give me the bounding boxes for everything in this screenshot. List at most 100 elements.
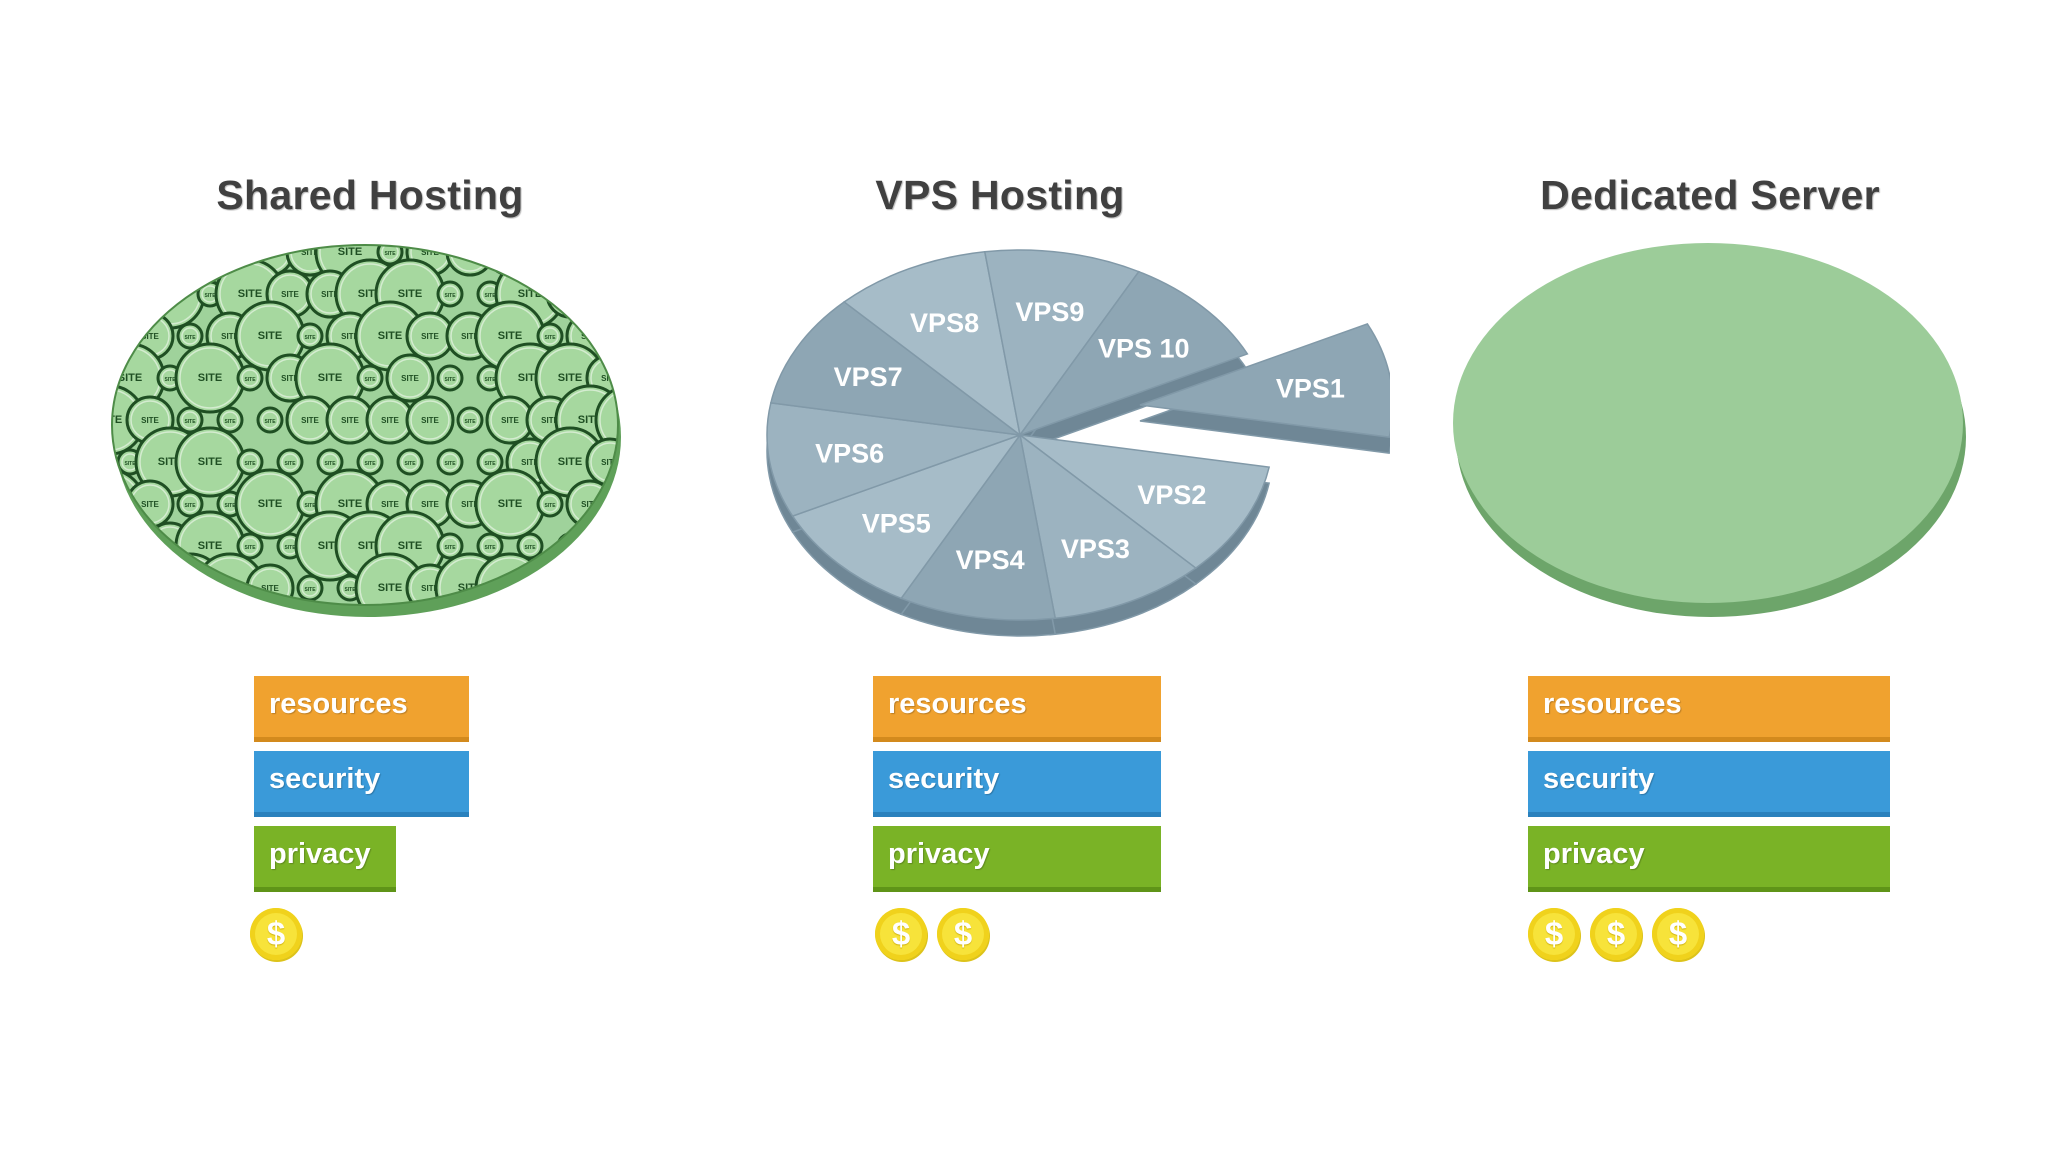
site-bubble-ring bbox=[112, 274, 150, 314]
dollar-coin-icon: $ bbox=[1528, 908, 1580, 960]
vps-slice bbox=[766, 402, 1021, 518]
site-bubble-ring bbox=[112, 526, 150, 566]
site-label: SITE bbox=[364, 461, 376, 467]
site-label: SITE bbox=[484, 377, 496, 383]
site-bubble-ring bbox=[620, 348, 640, 408]
site-label: SITE bbox=[301, 416, 319, 425]
site-label: SITE bbox=[381, 500, 399, 509]
site-label: SITE bbox=[378, 582, 402, 594]
dedicated-server-panel: Dedicated Server resources security priv… bbox=[1440, 0, 1980, 1152]
site-label: SITE bbox=[184, 503, 196, 509]
site-bubble bbox=[594, 245, 618, 288]
vps-slice-label: VPS3 bbox=[1061, 534, 1130, 564]
site-bubble bbox=[576, 245, 604, 266]
shared-security-bar: security bbox=[254, 751, 469, 817]
vps-security-bar: security bbox=[873, 751, 1161, 817]
site-label: SITE bbox=[100, 582, 122, 594]
vps-slice bbox=[842, 250, 1022, 437]
site-label: SITE bbox=[421, 584, 439, 593]
site-label: SITE bbox=[501, 248, 519, 257]
site-bubble-ring bbox=[530, 568, 570, 605]
shared-cost-coins: $ bbox=[250, 908, 302, 960]
vps-slice-label: VPS2 bbox=[1137, 480, 1206, 510]
site-label: SITE bbox=[378, 330, 402, 342]
site-bubble bbox=[385, 353, 435, 403]
site-label: SITE bbox=[464, 419, 476, 425]
vps-slice-label: VPS7 bbox=[834, 362, 903, 392]
site-label: SITE bbox=[121, 542, 139, 551]
site-label: SITE bbox=[498, 330, 522, 342]
dedicated-security-bar: security bbox=[1528, 751, 1890, 817]
site-label: SITE bbox=[584, 251, 596, 257]
site-bubble-ring bbox=[261, 411, 279, 429]
site-label: SITE bbox=[524, 545, 536, 551]
site-label: SITE bbox=[100, 498, 122, 510]
site-bubble-ring bbox=[579, 515, 618, 577]
site-label: SITE bbox=[100, 414, 122, 426]
site-bubble-ring bbox=[241, 537, 259, 555]
vps-slice bbox=[983, 249, 1140, 437]
site-bubble-ring bbox=[112, 316, 130, 356]
vps-cost-coins: $$ bbox=[875, 908, 989, 960]
vps-slice bbox=[1017, 433, 1271, 570]
site-label: SITE bbox=[304, 335, 316, 341]
site-bubble-ring bbox=[441, 453, 459, 471]
vps-slice bbox=[1018, 433, 1198, 620]
site-label: SITE bbox=[444, 545, 456, 551]
site-label: SITE bbox=[221, 332, 239, 341]
site-label: SITE bbox=[141, 500, 159, 509]
site-label: SITE bbox=[618, 414, 640, 426]
site-label: SITE bbox=[364, 377, 376, 383]
dedicated-server-disc bbox=[1453, 243, 1966, 617]
site-bubble bbox=[134, 258, 206, 330]
site-bubble-ring bbox=[610, 568, 618, 605]
vps-slice-label: VPS4 bbox=[956, 545, 1025, 575]
site-label: SITE bbox=[444, 377, 456, 383]
site-label: SITE bbox=[178, 582, 202, 594]
site-label: SITE bbox=[244, 545, 256, 551]
dollar-coin-icon: $ bbox=[1652, 908, 1704, 960]
site-bubble-ring bbox=[112, 557, 141, 605]
site-label: SITE bbox=[244, 461, 256, 467]
site-label: SITE bbox=[544, 251, 556, 257]
vps-slice bbox=[791, 433, 1023, 600]
vps-slice-label: VPS1 bbox=[1276, 373, 1345, 403]
site-label: SITE bbox=[184, 419, 196, 425]
dedicated-cost-coins: $$$ bbox=[1528, 908, 1704, 960]
vps-hosting-title: VPS Hosting bbox=[875, 172, 1125, 218]
site-label: SITE bbox=[164, 377, 176, 383]
site-label: SITE bbox=[218, 246, 242, 258]
site-bubble-ring bbox=[541, 327, 559, 345]
site-label: SITE bbox=[544, 335, 556, 341]
site-label: SITE bbox=[618, 246, 640, 258]
site-bubble-ring bbox=[441, 369, 459, 387]
site-label: SITE bbox=[141, 332, 159, 341]
site-bubble-ring bbox=[301, 579, 319, 597]
site-label: SITE bbox=[184, 335, 196, 341]
site-bubble-ring bbox=[599, 245, 618, 283]
site-bubble bbox=[405, 395, 455, 445]
site-bubble bbox=[114, 552, 186, 605]
site-bubble-ring bbox=[221, 411, 239, 429]
site-bubble bbox=[614, 258, 618, 330]
site-label: SITE bbox=[444, 293, 456, 299]
site-bubble-ring bbox=[410, 400, 450, 440]
site-label: SITE bbox=[224, 503, 236, 509]
site-label: SITE bbox=[204, 293, 216, 299]
site-bubble-ring bbox=[481, 537, 499, 555]
site-label: SITE bbox=[281, 290, 299, 299]
site-label: SITE bbox=[401, 374, 419, 383]
site-bubble-ring bbox=[541, 495, 559, 513]
site-label: SITE bbox=[344, 587, 356, 593]
site-label: SITE bbox=[444, 461, 456, 467]
site-label: SITE bbox=[198, 456, 222, 468]
vps-slice bbox=[1139, 322, 1390, 438]
vps-privacy-bar: privacy bbox=[873, 826, 1161, 892]
site-bubble bbox=[614, 342, 618, 414]
vps-slice bbox=[900, 433, 1057, 621]
site-label: SITE bbox=[198, 372, 222, 384]
site-label: SITE bbox=[561, 290, 579, 299]
site-bubble-ring bbox=[521, 537, 539, 555]
site-bubble bbox=[554, 552, 618, 605]
